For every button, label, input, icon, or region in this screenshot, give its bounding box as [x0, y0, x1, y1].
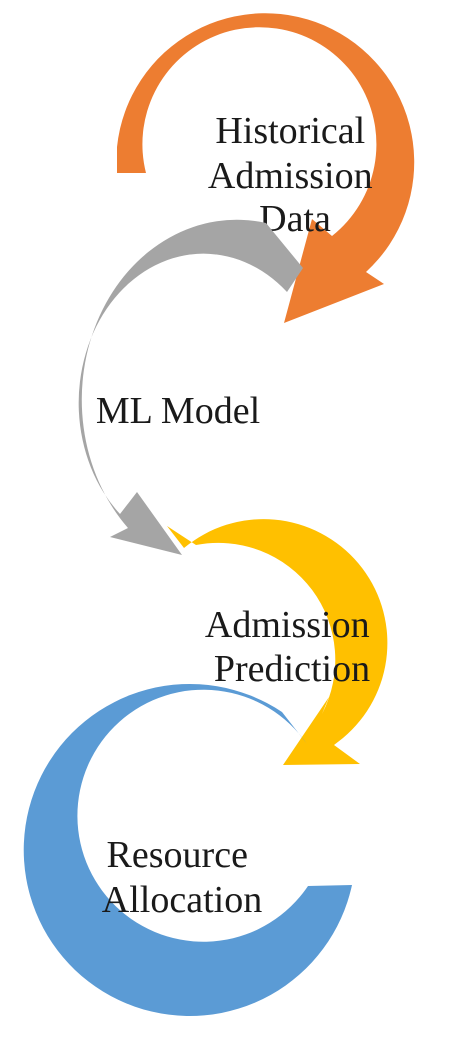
- yellow-arc-arrow: [167, 519, 388, 765]
- step-ml-model: ML Model: [78, 219, 304, 555]
- step-admission-prediction: Admission Prediction: [167, 519, 388, 765]
- step-1-label: Historical Admission Data: [208, 110, 382, 240]
- step-historical-admission-data: Historical Admission Data: [117, 13, 415, 324]
- orange-arc-arrow: [117, 13, 415, 324]
- step-2-label: ML Model: [96, 390, 260, 432]
- step-resource-allocation: Resource Allocation: [23, 683, 352, 1016]
- blue-ring: [23, 683, 352, 1016]
- step-3-label: Admission Prediction: [205, 604, 379, 690]
- gray-arc-arrow: [78, 219, 304, 555]
- step-4-label: Resource Allocation: [102, 834, 262, 921]
